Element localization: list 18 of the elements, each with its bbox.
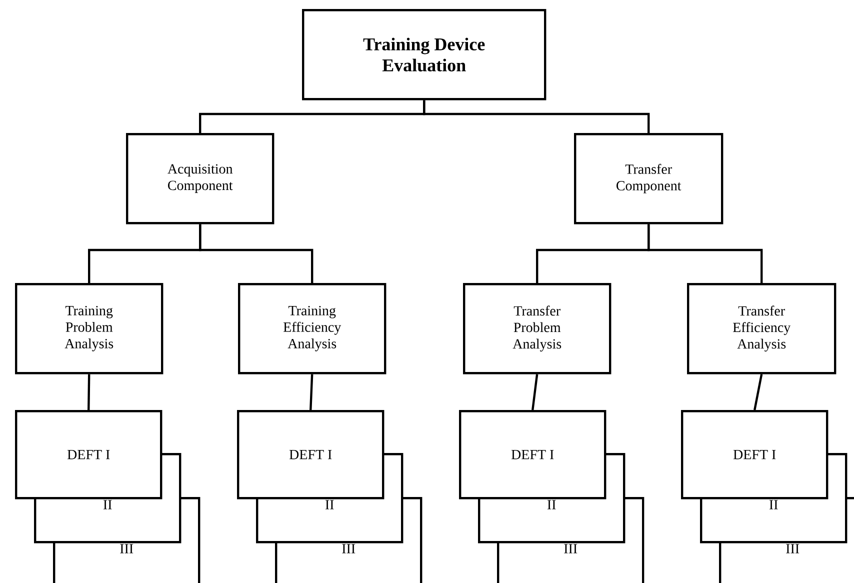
box: Training Problem Analysis: [15, 283, 164, 374]
box: DEFT I: [15, 410, 162, 500]
connector-line: [310, 374, 314, 410]
box: Transfer Component: [574, 133, 724, 224]
connector-line: [199, 224, 314, 283]
connector-line: [532, 374, 538, 410]
connector-line: [648, 224, 763, 283]
box: Training Device Evaluation: [302, 9, 546, 100]
box: DEFT I: [459, 410, 606, 500]
connector-line: [754, 374, 763, 410]
box: DEFT I: [681, 410, 828, 500]
connector-line: [423, 100, 650, 133]
box: Acquisition Component: [126, 133, 274, 224]
box: Training Efficiency Analysis: [238, 283, 386, 374]
connector-line: [88, 374, 90, 410]
box: DEFT I: [237, 410, 384, 500]
box: Transfer Efficiency Analysis: [687, 283, 836, 374]
box: Transfer Problem Analysis: [463, 283, 612, 374]
